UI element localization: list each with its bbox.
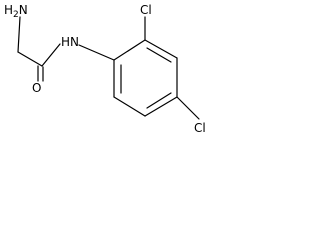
ring-inner-bond-3 — [146, 92, 172, 109]
carbonyl-oxygen-label: O — [32, 81, 41, 95]
amine-label: H2N — [4, 3, 28, 20]
bond-nh-ring — [78, 44, 115, 61]
chlorine-ortho-label: Cl — [140, 3, 152, 17]
ring-inner-bond-2 — [146, 47, 172, 63]
ring-bond-4 — [144, 96, 178, 117]
structural-formula: H2N HN O Cl Cl — [4, 3, 206, 135]
ring-bond-1 — [113, 39, 146, 61]
ring-bond-2 — [144, 39, 178, 59]
bond-amine-ch2 — [17, 16, 21, 53]
ring-bond-5 — [113, 96, 146, 117]
bond-ring-cl-para — [176, 96, 200, 120]
chlorine-para-label: Cl — [194, 121, 206, 135]
amide-nh-label: HN — [61, 35, 79, 49]
bond-ch2-carbonyl — [17, 51, 43, 67]
bond-carbonyl-nh — [41, 43, 61, 67]
